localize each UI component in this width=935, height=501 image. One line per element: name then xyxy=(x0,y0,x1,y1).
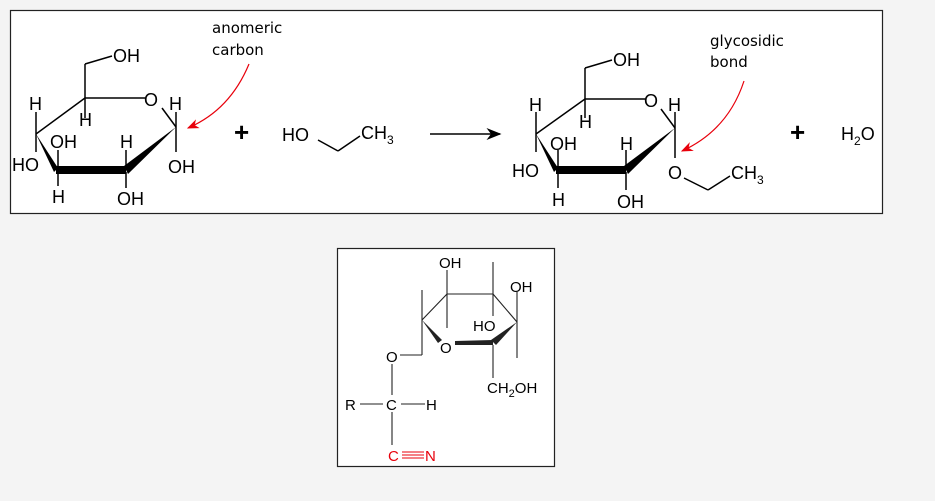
plus-sign-1: + xyxy=(234,117,249,147)
atom-c5-h: H xyxy=(579,112,592,132)
reaction-panel xyxy=(9,9,884,215)
annotation-glycosidic-line1: glycosidic xyxy=(710,32,784,50)
wedge-c4-c3 xyxy=(36,134,58,172)
reactant-glucose: OH O H OH H H HO OH H H OH xyxy=(12,46,195,209)
red-arrow-anomeric xyxy=(186,63,250,129)
atom-ring-o: O xyxy=(440,340,452,357)
bold-bond-c3-c2 xyxy=(556,166,626,174)
atom-top-oh: OH xyxy=(439,255,462,272)
plus-sign-2: + xyxy=(790,117,805,147)
annotation-anomeric-line1: anomeric xyxy=(212,19,282,37)
atom-c2-h: H xyxy=(620,134,633,154)
atom-ring-o: O xyxy=(144,90,158,110)
bond-o-ch2 xyxy=(683,177,709,191)
atom-c4-ho: HO xyxy=(12,155,39,175)
atom-ch3: CH3 xyxy=(731,163,764,187)
cyanoglycoside-labels: OH OH HO O CH2OH O R C H C N xyxy=(345,255,537,465)
bond-c6-oh xyxy=(84,55,113,65)
ethanol-ho: HO xyxy=(282,125,309,145)
bond-c4-c5 xyxy=(35,97,86,135)
atom-c1-h: H xyxy=(668,95,681,115)
atom-c3-oh: OH xyxy=(50,132,77,152)
wedge-c2-c1 xyxy=(124,127,176,174)
anomeric-carbon-annotation: anomeric carbon xyxy=(186,19,282,129)
cyanogenic-glycoside xyxy=(360,262,518,459)
bold-bond-c3-c2 xyxy=(56,166,126,174)
atom-ring-o: O xyxy=(644,91,658,111)
bond-ch2-ch3 xyxy=(337,135,361,152)
bond-c6-oh xyxy=(584,59,613,69)
wedge-ring-6 xyxy=(491,322,517,345)
atom-ch2oh-oh: OH xyxy=(113,46,140,66)
wedge-ring-4 xyxy=(422,320,442,343)
product-glycoside: OH O H O CH3 H H HO OH H H OH xyxy=(512,50,764,212)
water: H2O xyxy=(841,124,875,148)
ethanol: HO CH3 xyxy=(282,123,394,152)
atom-c2-oh: OH xyxy=(617,192,644,212)
atom-nitrile-c: C xyxy=(388,448,399,465)
atom-link-o: O xyxy=(386,349,398,366)
atom-inner-ho: HO xyxy=(473,318,496,335)
atom-right-oh: OH xyxy=(510,279,533,296)
atom-c3-h: H xyxy=(52,187,65,207)
bond-o-c1 xyxy=(660,108,676,129)
annotation-anomeric-line2: carbon xyxy=(212,41,264,59)
bond-c4-c5 xyxy=(535,98,586,135)
cyanoglycoside-panel xyxy=(336,247,556,468)
glycosidic-bond-annotation: glycosidic bond xyxy=(680,32,784,152)
bond-o-c1 xyxy=(161,107,177,128)
bond-o-ch2 xyxy=(317,139,339,152)
atom-c4-h: H xyxy=(29,94,42,114)
bond-ring-1 xyxy=(421,293,448,321)
wedge-c4-c3 xyxy=(536,134,558,172)
atom-ch2oh-oh: OH xyxy=(613,50,640,70)
atom-c: C xyxy=(386,397,397,414)
atom-c4-ho: HO xyxy=(512,161,539,181)
bond-ring-3 xyxy=(492,293,518,323)
atom-c1-oh: OH xyxy=(168,157,195,177)
atom-ch2oh: CH2OH xyxy=(487,380,537,400)
atom-c1-h: H xyxy=(169,94,182,114)
annotation-glycosidic-line2: bond xyxy=(710,53,748,71)
atom-c1-o: O xyxy=(668,163,682,183)
atom-nitrile-n: N xyxy=(425,448,436,465)
atom-c3-oh: OH xyxy=(550,134,577,154)
atom-c4-h: H xyxy=(529,95,542,115)
atom-r: R xyxy=(345,397,356,414)
atom-c2-oh: OH xyxy=(117,189,144,209)
red-arrow-glycosidic xyxy=(680,80,745,152)
bond-ch2-ch3 xyxy=(707,175,731,191)
atom-c3-h: H xyxy=(552,190,565,210)
ethanol-ch3: CH3 xyxy=(361,123,394,147)
wedge-c2-c1 xyxy=(624,128,675,174)
atom-h: H xyxy=(426,397,437,414)
atom-c5-h: H xyxy=(79,110,92,130)
bold-bond-ring-5 xyxy=(455,340,493,345)
atom-c2-h: H xyxy=(120,132,133,152)
